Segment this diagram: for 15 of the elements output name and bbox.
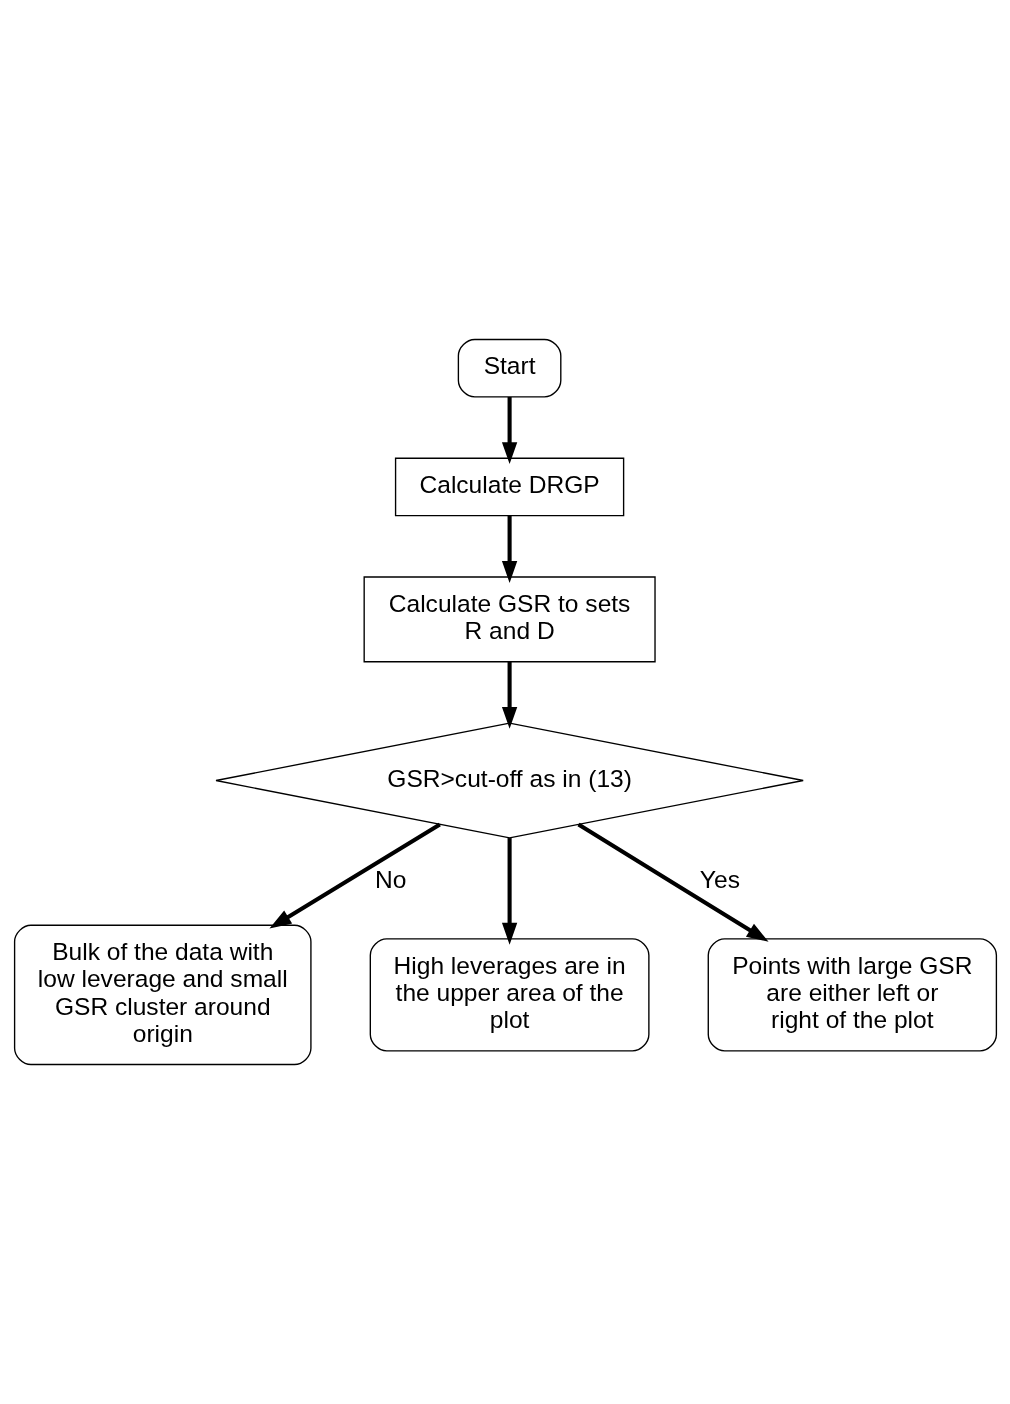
- node-box: Bulk of the data with low leverage and small GSR cluster around origin: [13, 924, 312, 1066]
- arrow: [576, 822, 769, 942]
- arrow: [268, 822, 441, 929]
- arrow: [501, 838, 517, 945]
- edge-label: Yes: [699, 865, 740, 893]
- node-diamond: GSR>cut-off as in (13): [214, 722, 804, 839]
- node-box: High leverages are in the upper area of the plot: [369, 938, 650, 1052]
- node-box: Calculate GSR to sets R and D: [363, 576, 656, 663]
- arrow: [501, 661, 517, 729]
- arrow: [501, 515, 517, 583]
- edge-label: No: [374, 865, 406, 893]
- arrow: [501, 397, 517, 465]
- node-box: Calculate DRGP: [394, 457, 624, 517]
- node-box: Start: [457, 338, 561, 398]
- node-box: Points with large GSR are either left or right of the plot: [707, 938, 997, 1052]
